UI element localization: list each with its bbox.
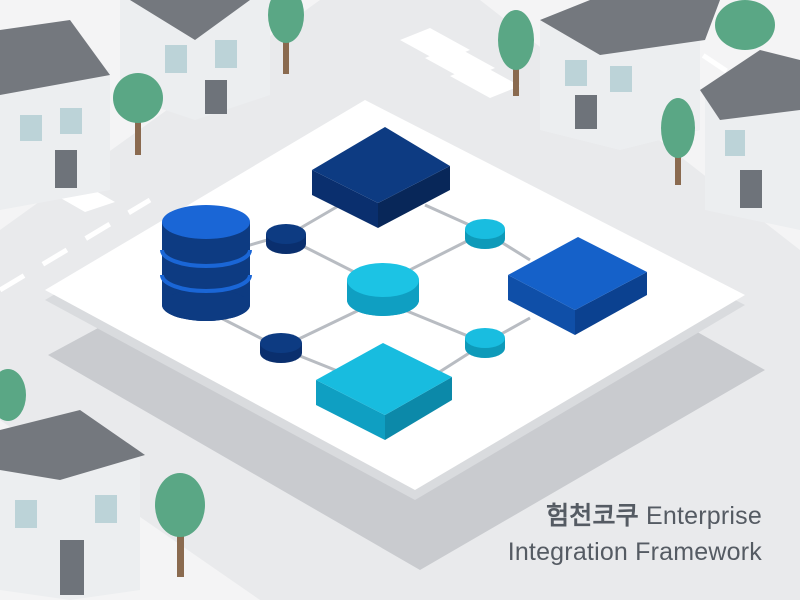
tree bbox=[715, 0, 775, 50]
house-right bbox=[700, 50, 800, 230]
tree bbox=[113, 73, 163, 155]
hub-node-icon bbox=[347, 263, 419, 316]
caption-line-2: Integration Framework bbox=[507, 538, 762, 566]
tree bbox=[661, 98, 695, 185]
road-marking bbox=[618, 0, 800, 123]
caption-enterprise: Enterprise bbox=[646, 502, 762, 530]
node-navy bbox=[266, 224, 306, 254]
tree bbox=[0, 369, 26, 421]
house-top-left bbox=[0, 20, 110, 210]
node-navy bbox=[260, 333, 302, 363]
caption: 험천코쿠 Enterprise Integration Framework bbox=[508, 498, 762, 570]
database-cylinder-icon bbox=[160, 205, 252, 321]
service-block-blue bbox=[508, 237, 647, 335]
node-cyan bbox=[465, 219, 505, 249]
service-block-navy bbox=[312, 127, 450, 228]
tree bbox=[155, 473, 205, 577]
crosswalk bbox=[400, 28, 520, 98]
caption-line-1: 험천코쿠 Enterprise bbox=[508, 498, 762, 534]
house-top-right bbox=[540, 0, 720, 150]
tree bbox=[268, 0, 304, 74]
service-block-cyan bbox=[316, 343, 452, 440]
node-cyan bbox=[465, 328, 505, 358]
caption-korean-prefix: 험천코쿠 bbox=[546, 501, 639, 530]
tree bbox=[498, 10, 534, 96]
house-bottom-left bbox=[0, 410, 145, 600]
